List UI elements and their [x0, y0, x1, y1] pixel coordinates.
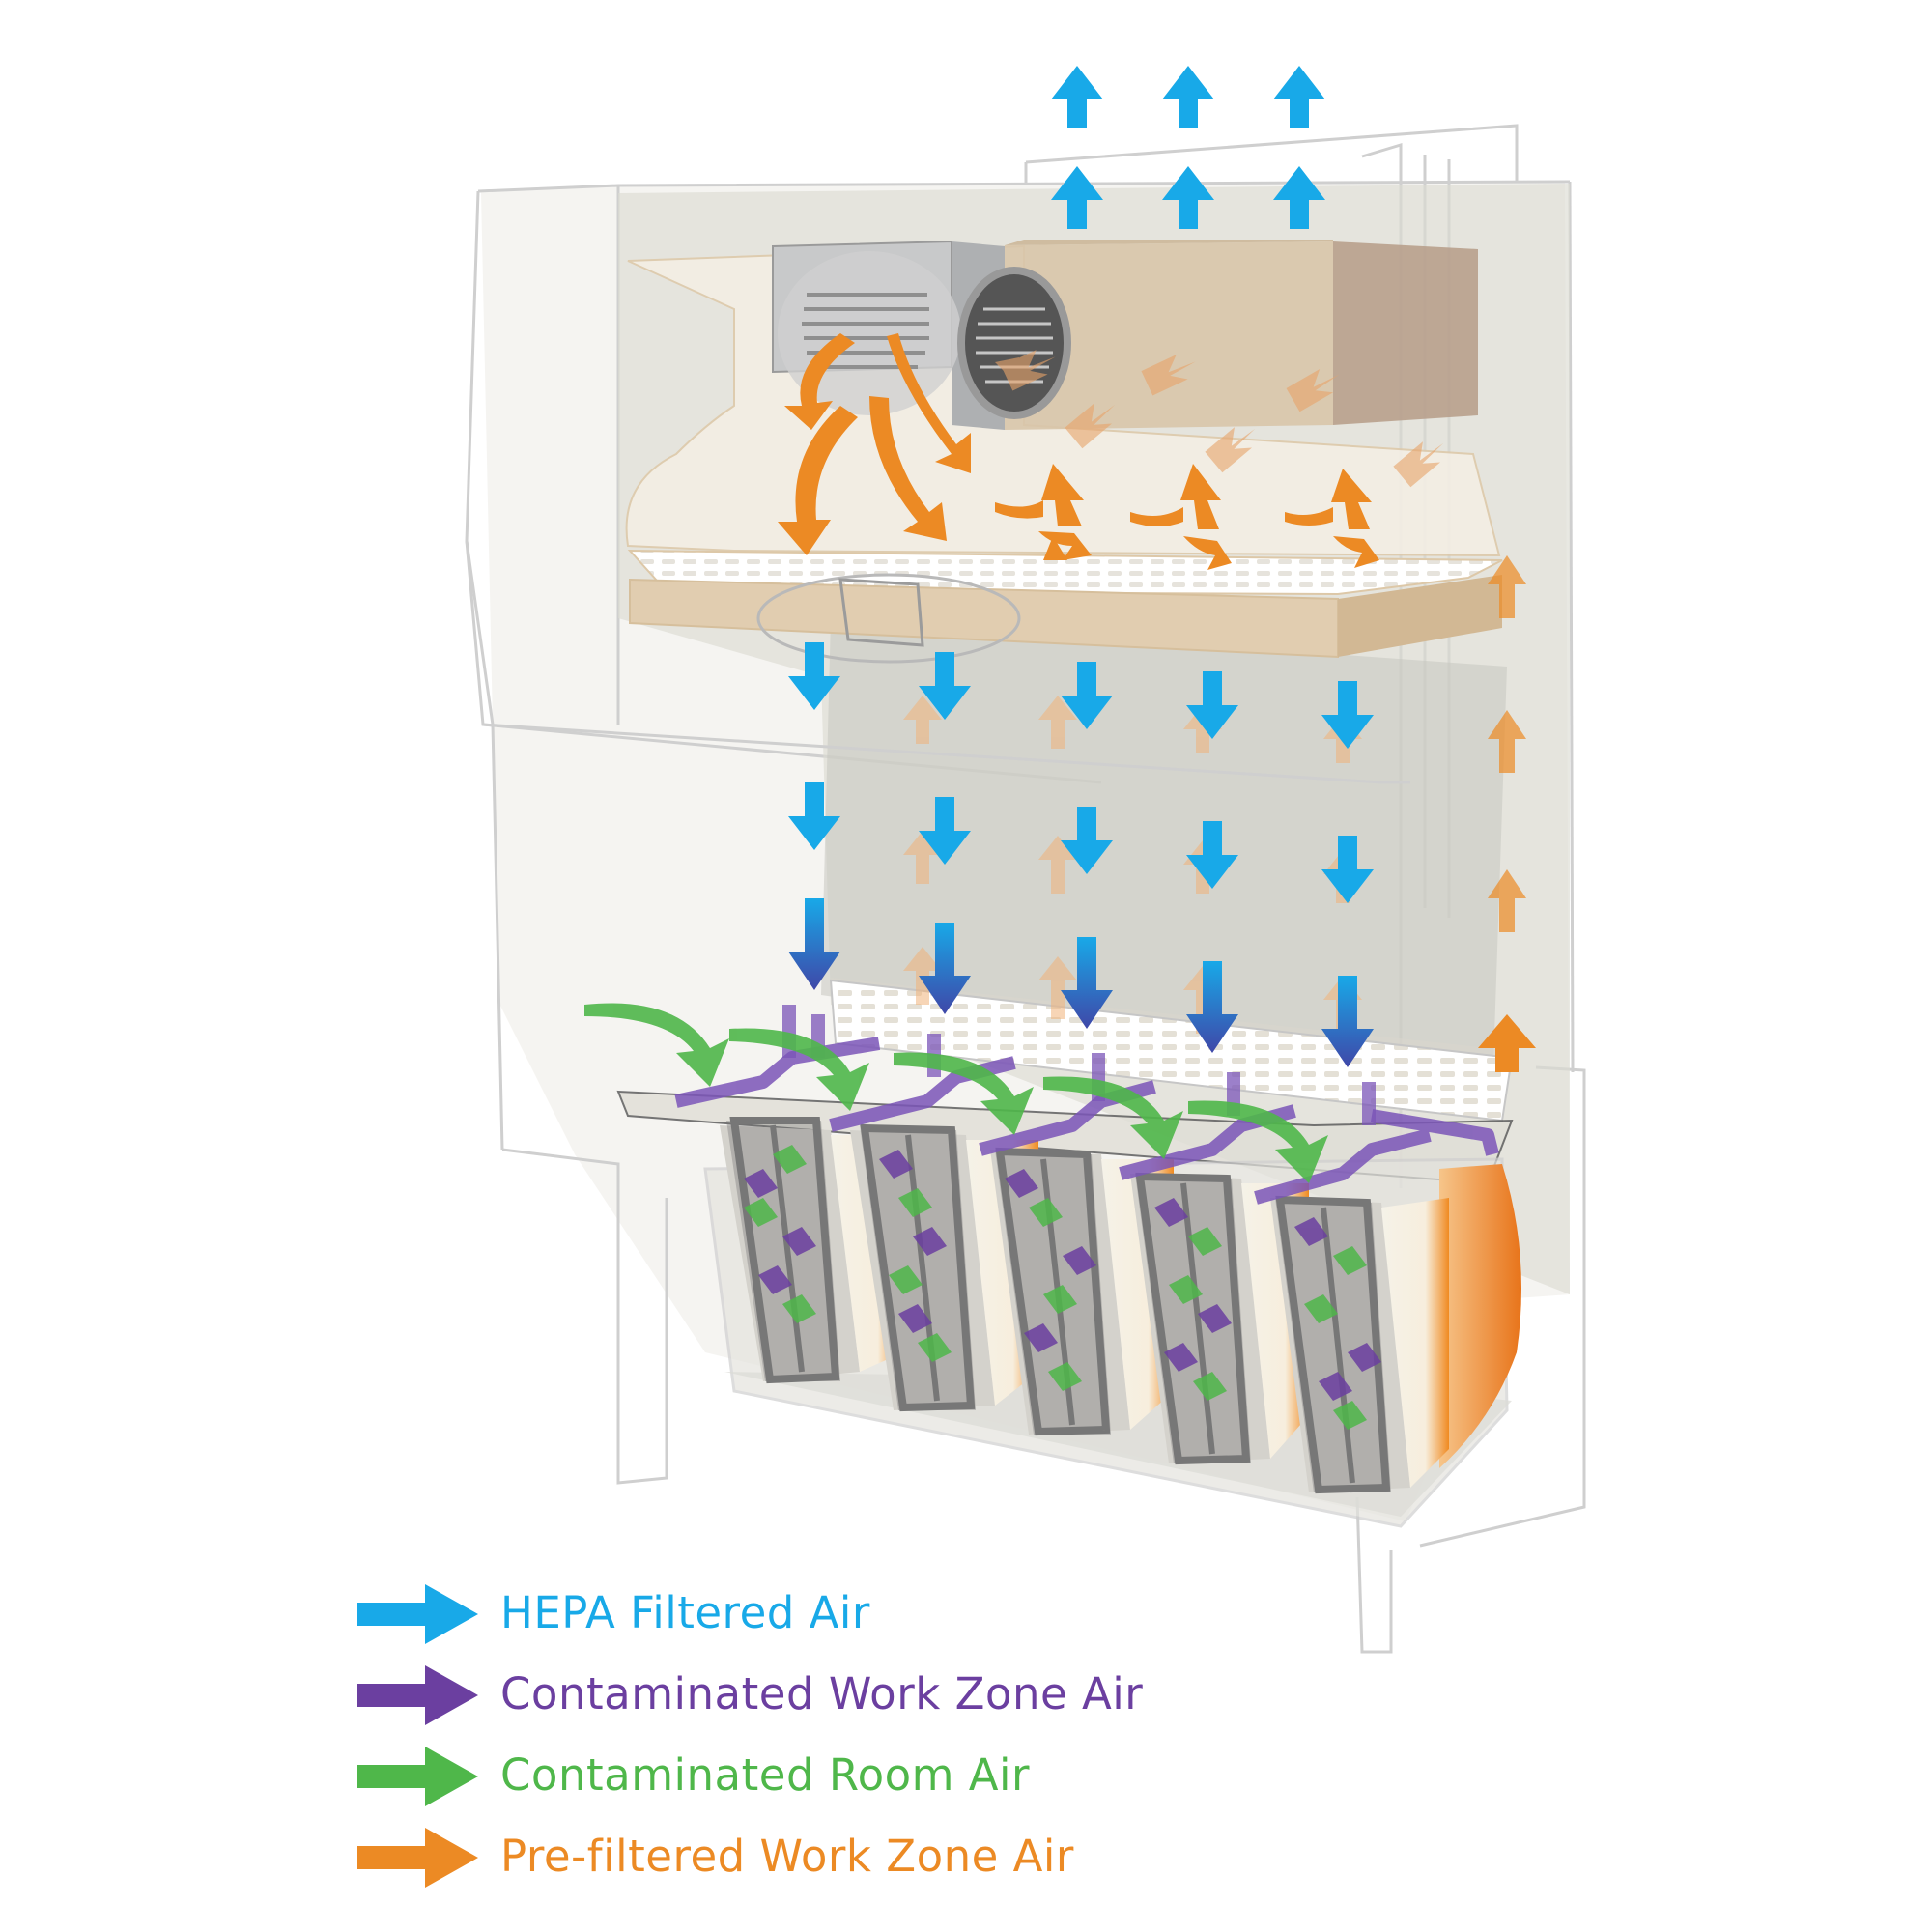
legend-label: Contaminated Room Air — [500, 1749, 1031, 1801]
blower-fan-icon — [772, 240, 1071, 430]
exhaust-filter-bank — [720, 1117, 1449, 1494]
supply-hepa-filter — [627, 549, 1503, 664]
hepa-downflow-arrows-lower — [788, 898, 1374, 1067]
motor-box-side — [1333, 242, 1478, 425]
prefiltered-air-arrows — [778, 333, 1379, 570]
legend-item-hepa-filtered-air: HEPA Filtered Air — [357, 1575, 1420, 1656]
hepa-exhaust-arrows — [1051, 66, 1325, 229]
side-upflow-arrows — [1478, 555, 1536, 1072]
legend-item-contaminated-work-zone-air: Contaminated Work Zone Air — [357, 1656, 1420, 1737]
legend-label: Pre-filtered Work Zone Air — [500, 1831, 1074, 1882]
filter-air-markers — [744, 1145, 1381, 1430]
legend-arrow-room — [357, 1747, 478, 1806]
prefiltered-air-faded-arrows — [995, 350, 1444, 488]
legend-arrow-hepa — [357, 1584, 478, 1644]
legend-label: HEPA Filtered Air — [500, 1587, 870, 1638]
arrow-right-icon — [357, 1828, 478, 1888]
exhaust-filter-2 — [850, 1123, 1038, 1412]
motor-box-front — [1005, 242, 1333, 430]
legend-label: Contaminated Work Zone Air — [500, 1668, 1144, 1719]
side-return-duct — [1439, 1164, 1521, 1468]
arrow-right-icon — [357, 1747, 478, 1806]
legend-arrow-work-zone — [357, 1665, 478, 1725]
arrow-right-icon — [357, 1665, 478, 1725]
hepa-downflow-arrows — [788, 642, 1374, 903]
arrow-right-icon — [357, 1584, 478, 1644]
legend: HEPA Filtered Air Contaminated Work Zone… — [357, 1575, 1420, 1899]
room-air-arrows — [584, 1003, 1328, 1183]
motor-box-top — [1005, 240, 1333, 245]
legend-arrow-prefiltered — [357, 1828, 478, 1888]
legend-item-prefiltered-work-zone-air: Pre-filtered Work Zone Air — [357, 1818, 1420, 1899]
legend-item-contaminated-room-air: Contaminated Room Air — [357, 1737, 1420, 1818]
